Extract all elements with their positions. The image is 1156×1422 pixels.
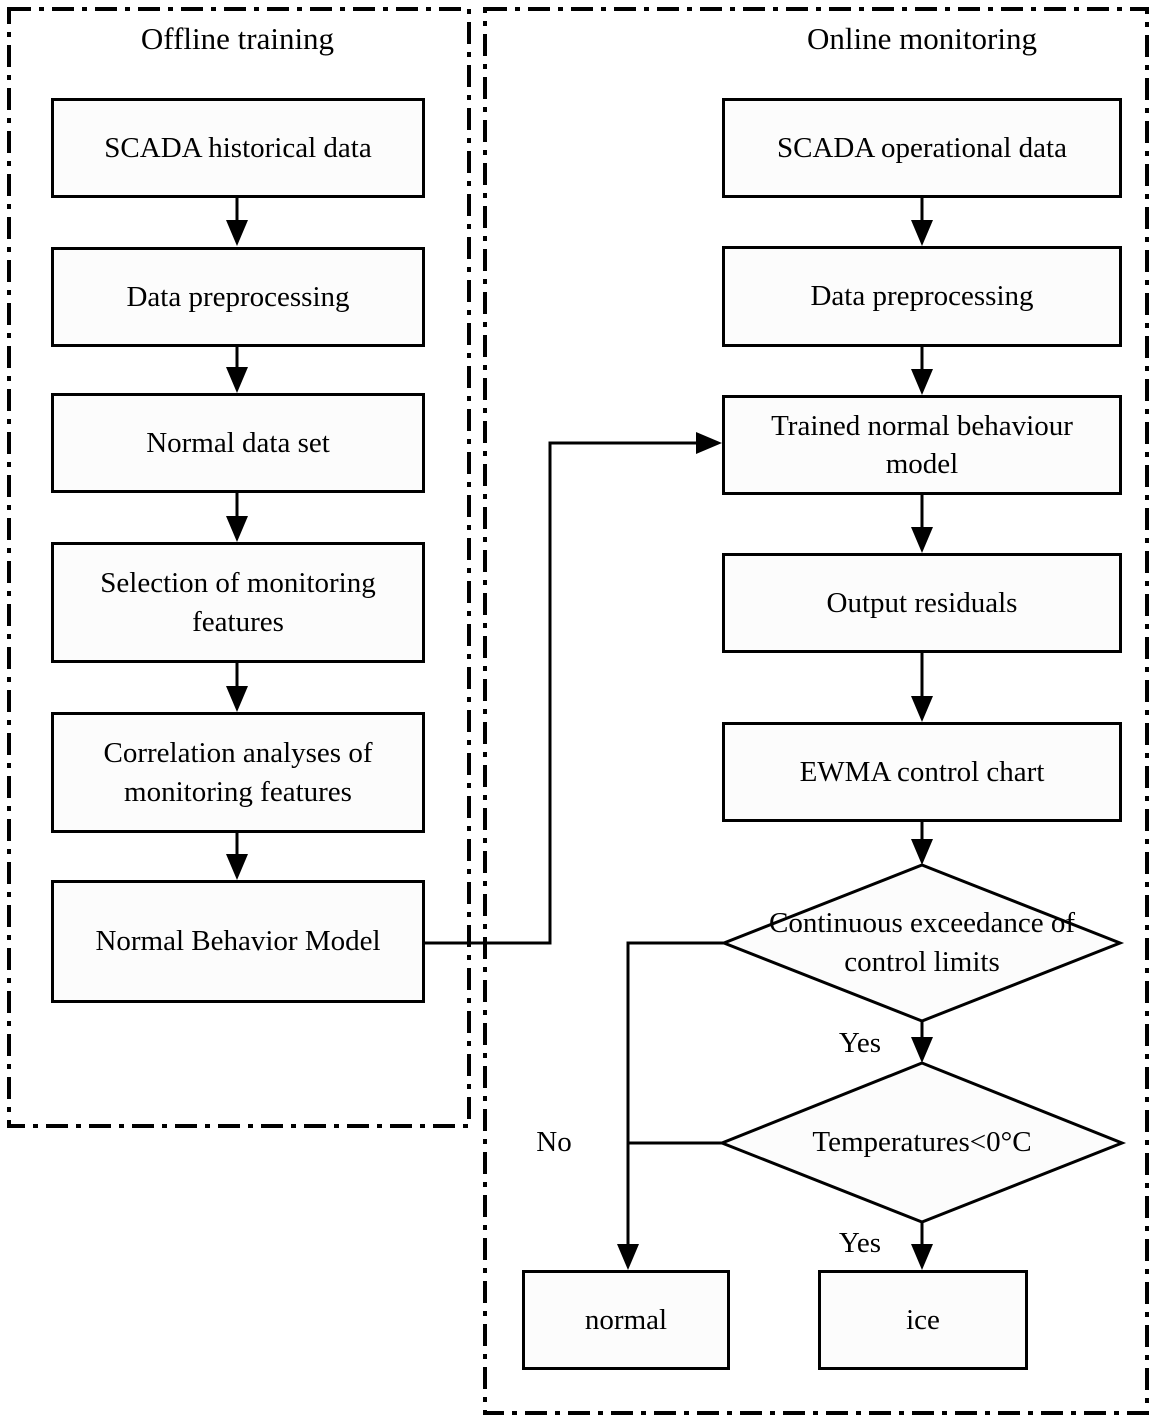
arrow-online-1-2-head	[911, 220, 933, 246]
offline-step-normal-data-set: Normal data set	[51, 393, 425, 493]
decision-temperature-label: Temperatures<0°C	[812, 1126, 1032, 1159]
edge-label-yes-temperature: Yes	[838, 1227, 882, 1260]
arrow-online-4-5-head	[911, 696, 933, 722]
offline-step-selection-of-monitoring-features: Selection of monitoring features	[51, 542, 425, 663]
arrow-online-3-4-head	[911, 527, 933, 553]
connector-model-transfer-head	[696, 432, 722, 454]
arrow-online-2-3-head	[911, 369, 933, 395]
online-step-ewma-control-chart: EWMA control chart	[722, 722, 1122, 822]
offline-step-data-preprocessing: Data preprocessing	[51, 247, 425, 347]
online-step-output-residuals: Output residuals	[722, 553, 1122, 653]
arrow-offline-2-3-head	[226, 367, 248, 393]
online-step-scada-operational-data: SCADA operational data	[722, 98, 1122, 198]
outcome-ice-box: ice	[818, 1270, 1028, 1370]
offline-training-region-border	[7, 7, 471, 1128]
arrow-offline-3-4-head	[226, 516, 248, 542]
edge-label-no: No	[536, 1126, 572, 1159]
arrow-offline-4-5-head	[226, 686, 248, 712]
connector-no-path-head	[617, 1244, 639, 1270]
arrow-offline-5-6-head	[226, 854, 248, 880]
online-monitoring-region-border	[483, 7, 1149, 1415]
outcome-normal-box: normal	[522, 1270, 730, 1370]
arrow-online-5-decision1-head	[911, 839, 933, 865]
offline-training-title: Offline training	[140, 21, 335, 57]
edge-label-yes-exceedance: Yes	[838, 1027, 882, 1060]
online-step-trained-normal-behaviour-model: Trained normal behaviour model	[722, 395, 1122, 495]
connector-no-path	[626, 941, 724, 1246]
online-step-data-preprocessing: Data preprocessing	[722, 246, 1122, 347]
connector-model-transfer	[425, 441, 696, 945]
offline-step-scada-historical-data: SCADA historical data	[51, 98, 425, 198]
arrow-decision1-yes-head	[911, 1037, 933, 1063]
online-monitoring-title: Online monitoring	[807, 21, 1037, 57]
arrow-offline-1-2-head	[226, 220, 248, 246]
offline-step-correlation-analyses: Correlation analyses of monitoring featu…	[51, 712, 425, 833]
arrow-decision2-yes-head	[911, 1244, 933, 1270]
offline-step-normal-behavior-model: Normal Behavior Model	[51, 880, 425, 1003]
decision-continuous-exceedance-label: Continuous exceedance of control limits	[768, 906, 1075, 978]
